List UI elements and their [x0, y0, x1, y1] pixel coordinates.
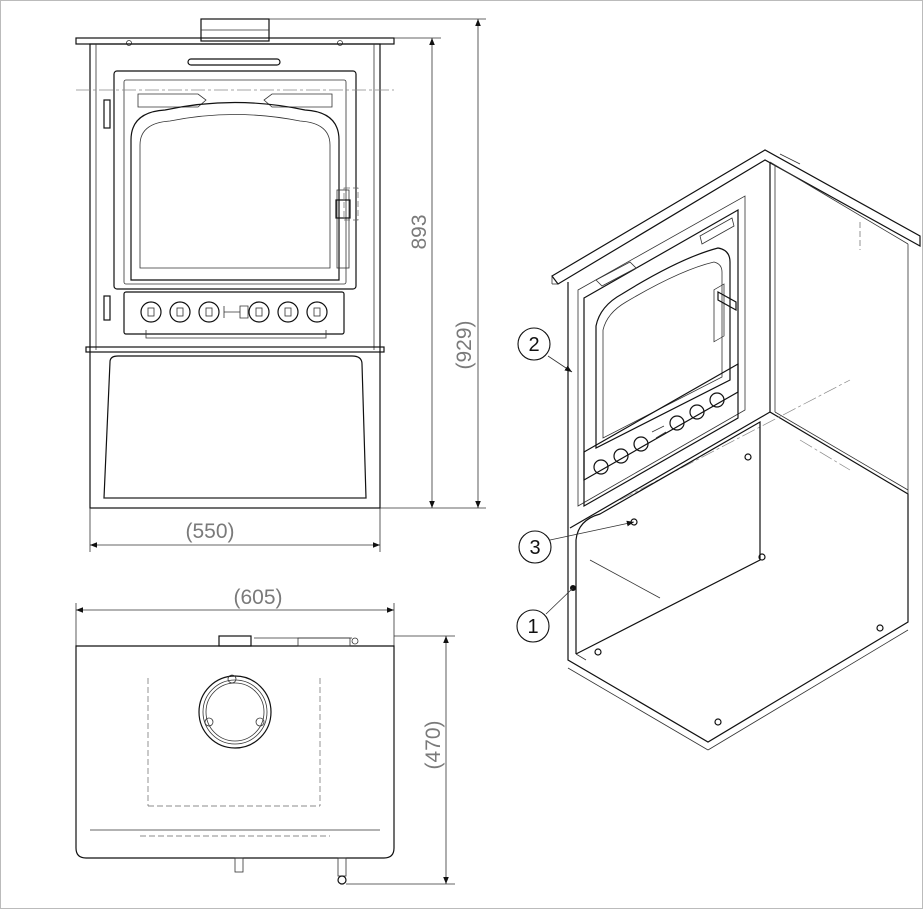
height-929-label: (929) — [453, 320, 476, 369]
width-550-dimension — [89, 508, 381, 552]
width-605-label: (605) — [233, 586, 282, 609]
isometric-view — [551, 149, 921, 751]
width-550-label: (550) — [185, 520, 234, 543]
balloon-1-label: 1 — [527, 616, 538, 638]
height-dimensions — [429, 19, 481, 508]
balloon-3 — [518, 520, 635, 564]
balloon-1 — [516, 587, 574, 643]
front-view — [75, 18, 486, 509]
depth-470-label: (470) — [422, 720, 445, 769]
top-view — [75, 603, 395, 885]
balloon-3-label: 3 — [529, 537, 540, 559]
depth-470-dimension — [346, 635, 455, 885]
height-893-label: 893 — [408, 214, 431, 249]
balloon-2-label: 2 — [528, 334, 539, 356]
balloon-2 — [517, 327, 573, 373]
